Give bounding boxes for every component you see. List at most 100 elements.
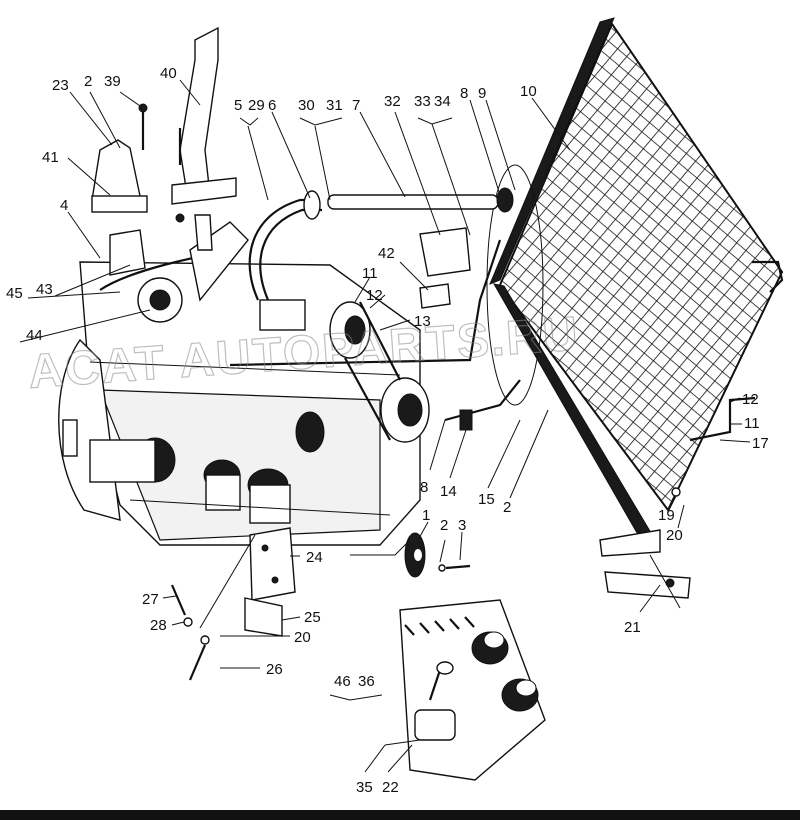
leader-8a (469, 99, 501, 196)
hose-clamp-14 (459, 409, 473, 431)
leader-44 (19, 309, 151, 343)
bolt-27 (170, 584, 187, 616)
bracket-41-base (91, 195, 148, 213)
callout-43: 43 (36, 281, 53, 298)
mount-brackets (419, 227, 471, 309)
leader-10 (531, 97, 571, 151)
leader-9 (485, 99, 516, 191)
leader-8b (429, 419, 446, 471)
bolt-26 (188, 644, 207, 681)
callout-28: 28 (150, 617, 167, 634)
leader-7 (359, 111, 406, 198)
callout-25: 25 (304, 609, 321, 626)
bottom-border (0, 810, 800, 820)
callout-8-mid: 8 (420, 479, 428, 496)
mount-24-hole-b (271, 576, 279, 584)
callout-8-top: 8 (460, 85, 468, 102)
upper-tube (327, 194, 499, 210)
leader-12a (369, 294, 386, 309)
bracket-30-31 (299, 117, 343, 126)
callout-15: 15 (478, 491, 495, 508)
leader-39 (119, 91, 144, 109)
filter-b-body (249, 484, 291, 524)
callout-12: 12 (366, 287, 383, 304)
leader-20a (677, 504, 685, 529)
engine-bracket (259, 299, 306, 331)
bracket-5-29 (239, 117, 259, 126)
leader-23 (69, 91, 113, 146)
lower-rail (129, 499, 391, 516)
callout-2: 2 (84, 73, 92, 90)
callout-46: 46 (334, 673, 351, 690)
leader-28 (171, 621, 185, 626)
plate-21 (604, 571, 691, 599)
callout-24: 24 (306, 549, 323, 566)
engine-block (58, 221, 430, 546)
switch-base (414, 709, 456, 741)
callout-44: 44 (26, 327, 43, 344)
flywheel-bolt (62, 419, 78, 457)
switch-knob (436, 661, 454, 675)
leader-19 (667, 495, 677, 513)
mount-24 (249, 527, 296, 601)
callout-6: 6 (268, 97, 276, 114)
tube-clamp-right (496, 187, 514, 213)
callout-3: 3 (458, 517, 466, 534)
leader-45 (27, 291, 121, 299)
bracket-32 (419, 227, 471, 277)
callout-42: 42 (378, 245, 395, 262)
callout-2-low: 2 (440, 517, 448, 534)
callout-45: 45 (6, 285, 23, 302)
crank-hub (397, 393, 423, 427)
leader-41 (67, 157, 111, 196)
callout-12-right: 12 (742, 391, 759, 408)
lower-pipe (229, 239, 502, 367)
mount-24-hole-a (261, 544, 269, 552)
bracket-4b (194, 214, 213, 251)
callout-10: 10 (520, 83, 537, 100)
callout-11-right: 11 (744, 415, 760, 432)
leader-22 (387, 744, 413, 773)
leader-25 (281, 616, 301, 621)
washer-20b (200, 635, 210, 645)
leader-12b (729, 397, 741, 403)
flange-parts (404, 532, 471, 578)
leader-lines (19, 79, 751, 773)
callout-32: 32 (384, 93, 401, 110)
radiator-top-frame (489, 17, 615, 285)
upper-left-parts (91, 26, 237, 276)
fan-shroud (486, 164, 544, 406)
callout-30: 30 (298, 97, 315, 114)
leader-42 (399, 261, 429, 291)
flange-1-hole (414, 549, 422, 561)
panel-slots (404, 616, 475, 636)
callout-20-right: 20 (666, 527, 683, 544)
callout-2-mid: 2 (503, 499, 511, 516)
leader-11a (354, 276, 371, 303)
gauge-lower-face (515, 679, 537, 697)
callout-26: 26 (266, 661, 283, 678)
callout-11: 11 (362, 265, 378, 282)
leader-14 (449, 429, 467, 479)
radiator-foot (599, 529, 661, 557)
callout-5: 5 (234, 97, 242, 114)
callout-14: 14 (440, 483, 457, 500)
callout-39: 39 (104, 73, 121, 90)
washer-40 (175, 213, 185, 223)
engine-mount-parts (170, 527, 296, 681)
leader-eng-ln (350, 539, 411, 556)
oil-cooler-pipe (689, 396, 756, 442)
bolt-3 (445, 564, 471, 570)
callout-34: 34 (434, 93, 451, 110)
mount-25 (244, 597, 283, 637)
leader-27 (162, 595, 177, 599)
leader-2b (509, 409, 549, 499)
leader-17 (719, 439, 751, 443)
pulley-hub (344, 315, 366, 345)
fan-belt (344, 301, 401, 441)
callout-27: 27 (142, 591, 159, 608)
leader-15 (487, 419, 521, 489)
coolant-hose-upper-inner (259, 208, 322, 301)
callout-22: 22 (382, 779, 399, 796)
exhaust-base (171, 177, 237, 205)
